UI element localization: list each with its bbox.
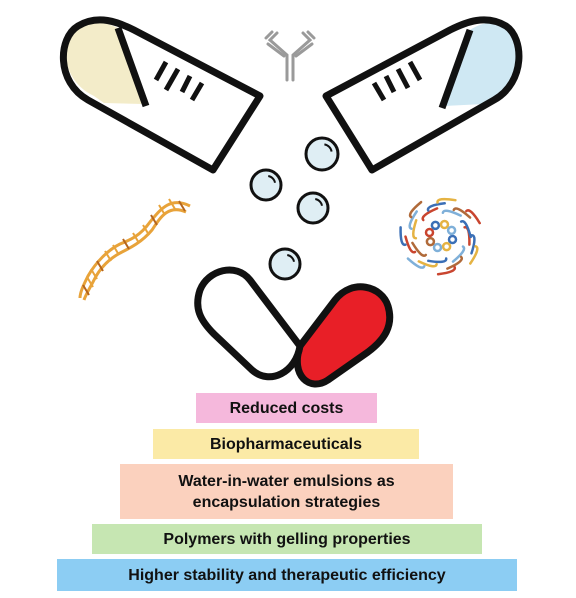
protein-ribbon	[417, 260, 438, 268]
pyramid-level-reduced-costs: Reduced costs	[196, 393, 377, 423]
protein-helix	[441, 241, 452, 252]
protein-helix	[432, 242, 443, 253]
protein-ribbon	[408, 200, 423, 219]
tube-right-outline	[322, 16, 523, 174]
protein-helix	[439, 219, 450, 230]
tube-left-liquid	[66, 22, 144, 104]
tube-right-tick	[383, 74, 397, 94]
dna-base-pair	[178, 200, 186, 212]
tube-right-tick	[371, 81, 387, 102]
dna-base-pair	[122, 238, 130, 250]
bubble-icon	[268, 247, 302, 281]
protein-helix	[425, 236, 436, 247]
capsule-icon	[194, 266, 394, 388]
protein-helix	[424, 227, 435, 238]
tube-left-tick	[153, 60, 169, 82]
protein-ribbon	[469, 245, 479, 265]
protein-ribbon	[470, 234, 476, 255]
test-tube-right-icon	[322, 16, 523, 174]
tube-right-liquid	[444, 22, 520, 106]
pyramid-level-label: Water-in-water emulsions as encapsulatio…	[178, 472, 395, 511]
pyramid-level-biopharmaceuticals: Biopharmaceuticals	[153, 429, 419, 459]
bubble-icon	[296, 191, 330, 225]
protein-ribbon	[404, 235, 417, 254]
protein-ribbon	[426, 202, 446, 212]
tube-left-tick	[189, 81, 205, 102]
protein-ribbon	[436, 265, 457, 276]
test-tube-left-icon	[59, 16, 264, 174]
tube-right-tick	[395, 67, 411, 90]
pyramid-level-label: Biopharmaceuticals	[209, 435, 363, 453]
protein-helix	[447, 234, 458, 245]
dna-base-pairs	[82, 198, 186, 296]
protein-ribbon	[441, 209, 462, 217]
capsule-right-half	[293, 283, 394, 388]
tube-right-divider	[438, 28, 474, 110]
dna-base-pair	[150, 214, 158, 226]
capsule-left-half	[194, 266, 304, 381]
tube-left-divider	[114, 26, 150, 108]
dna-base-pair	[158, 204, 166, 216]
protein-ribbon	[436, 197, 457, 204]
protein-ribbon	[452, 207, 472, 219]
protein-ribbon	[446, 255, 463, 270]
tube-left-outline	[59, 16, 264, 174]
bubble-icon	[304, 136, 340, 172]
pyramid-level-polymers: Polymers with gelling properties	[92, 524, 482, 554]
antibody-icon	[264, 30, 316, 82]
dna-base-pair	[96, 260, 104, 272]
protein-ribbon	[451, 245, 466, 263]
pyramid-level-label: Reduced costs	[229, 399, 344, 417]
dna-strand-icon	[78, 201, 191, 301]
bubbles	[249, 136, 340, 281]
dna-base-pair	[82, 284, 90, 296]
protein-ribbon	[421, 207, 439, 222]
pyramid-level-label: Polymers with gelling properties	[163, 530, 411, 548]
protein-structure-icon	[399, 197, 481, 276]
dna-base-pair	[104, 250, 112, 262]
pyramid-level-stability: Higher stability and therapeutic efficie…	[57, 559, 517, 591]
dna-base-pair	[112, 244, 120, 256]
protein-ribbon	[412, 219, 418, 240]
dna-base-pair	[86, 276, 94, 288]
dna-base-pair	[90, 268, 98, 280]
protein-ribbon	[427, 257, 448, 264]
protein-ribbon	[459, 219, 472, 239]
protein-ribbon	[399, 226, 407, 246]
protein-helix	[430, 220, 441, 231]
tube-right-tick	[407, 60, 423, 82]
dna-base-pair	[142, 224, 150, 236]
protein-ribbon	[465, 209, 481, 225]
tube-left-tick	[163, 67, 181, 92]
protein-ribbon	[411, 241, 428, 257]
pyramid-level-label: Higher stability and therapeutic efficie…	[128, 566, 446, 584]
protein-helix	[446, 225, 457, 236]
protein-ribbon	[406, 257, 426, 269]
protein-ribbon	[408, 210, 418, 230]
bubble-icon	[249, 168, 283, 202]
pyramid-level-water-in-water-emulsions: Water-in-water emulsions as encapsulatio…	[120, 464, 453, 519]
dna-base-pair	[168, 198, 176, 210]
dna-base-pair	[132, 232, 140, 244]
tube-left-tick	[179, 74, 193, 94]
